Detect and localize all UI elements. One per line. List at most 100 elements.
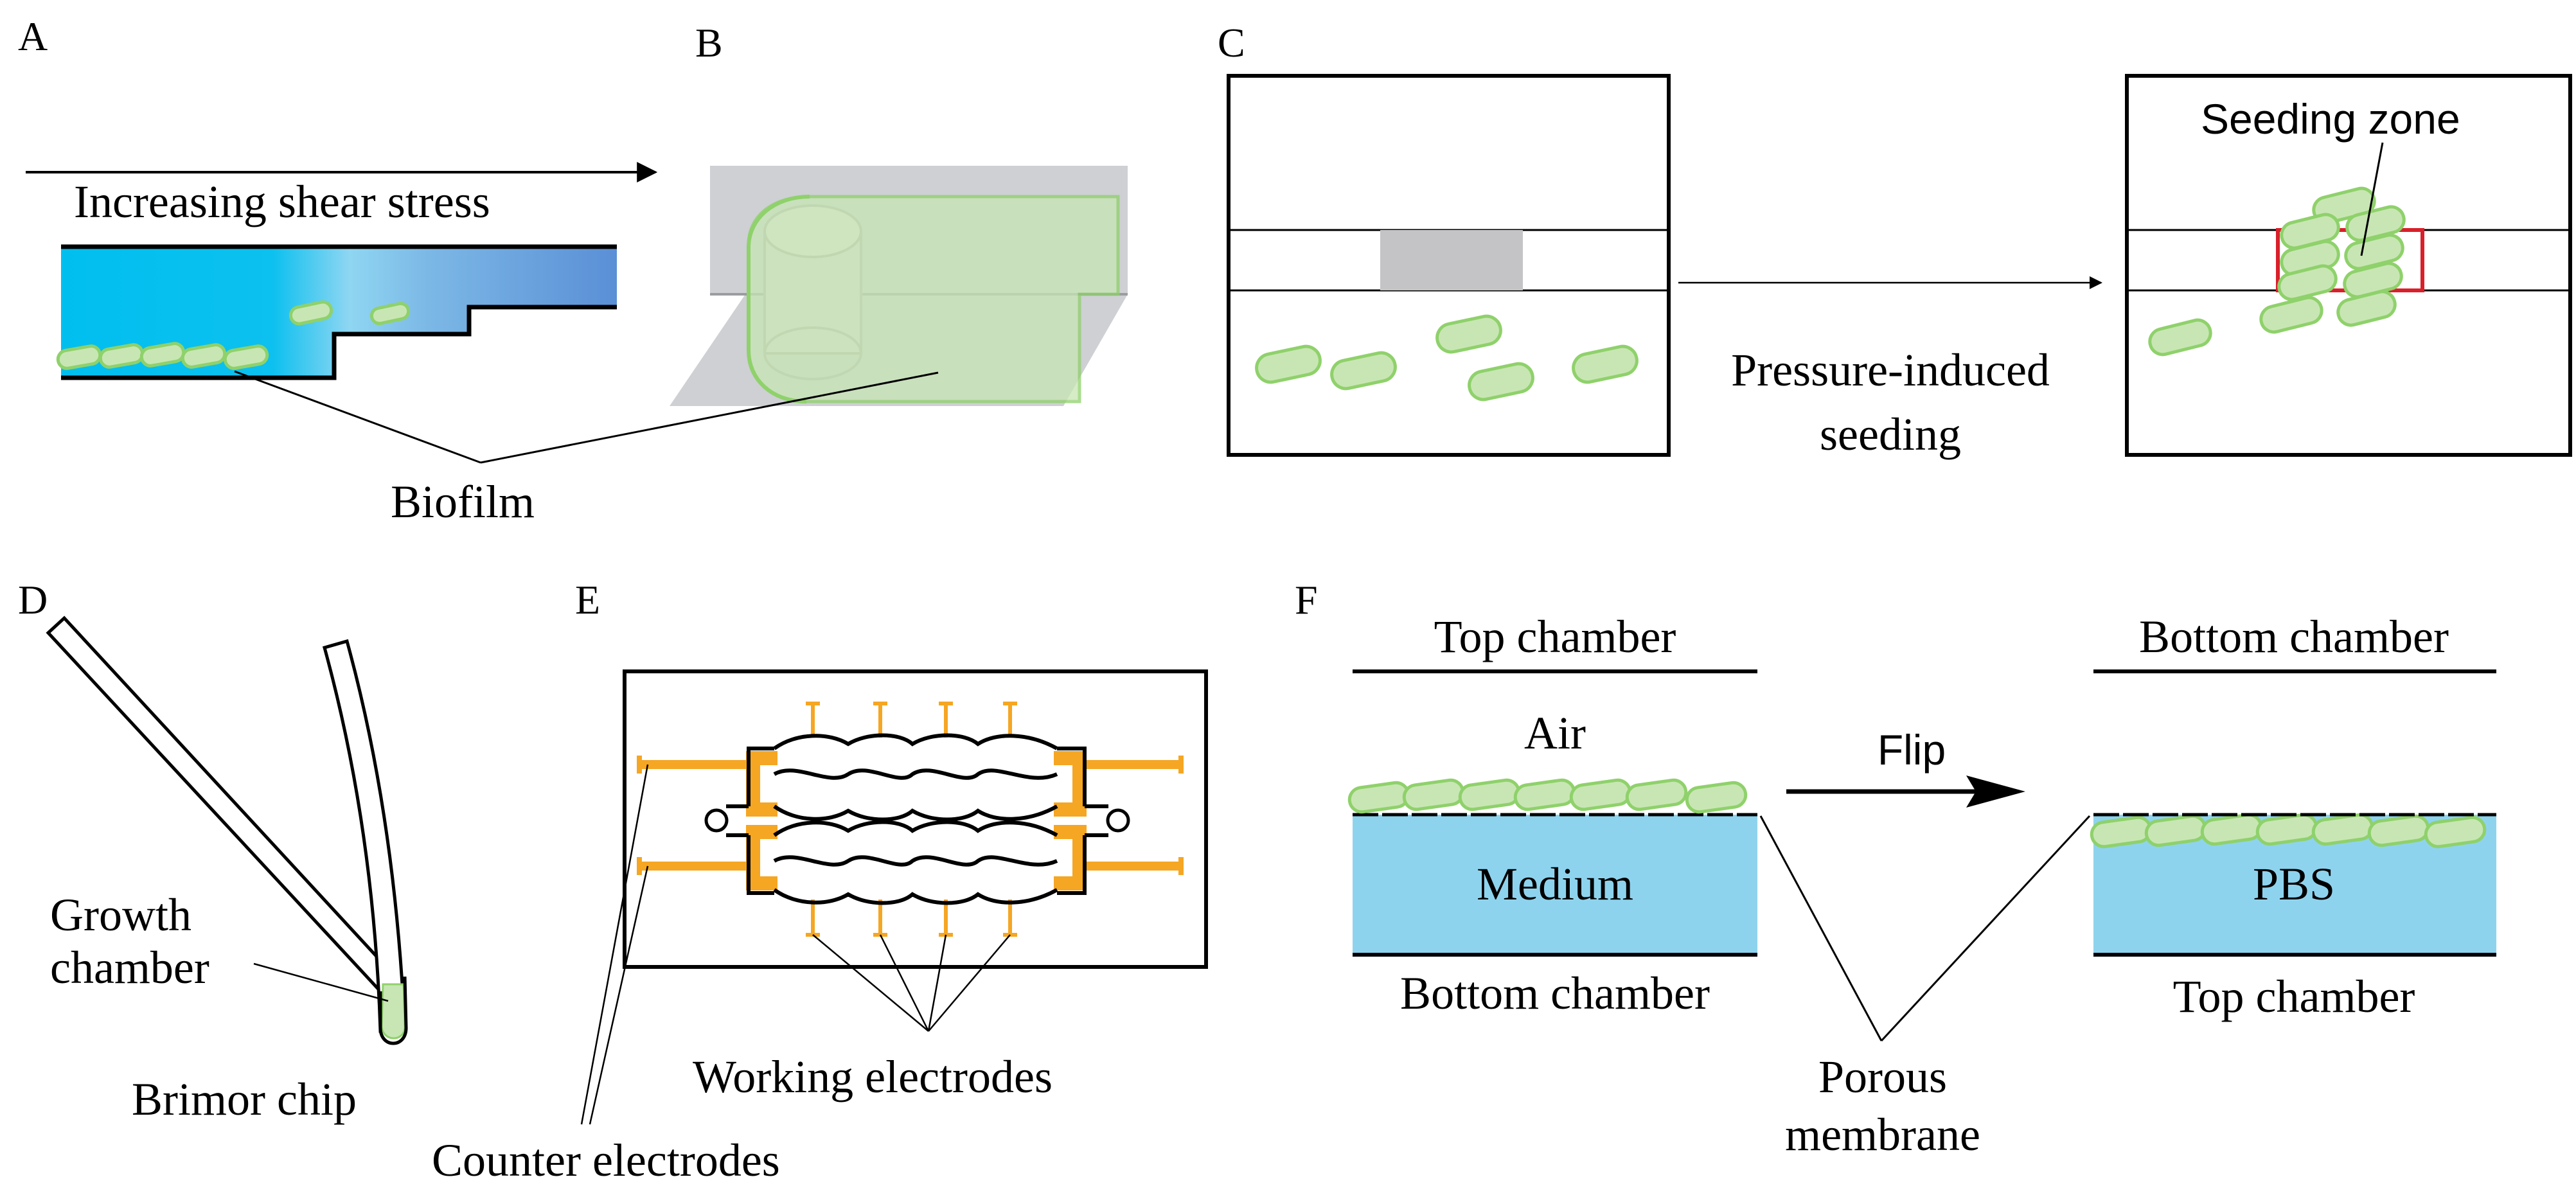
bacterium-cell	[2277, 264, 2338, 301]
bacterium-cell	[289, 300, 333, 326]
bacterium-cell	[2424, 815, 2487, 849]
biofilm-leader-b	[480, 371, 939, 464]
bacterium-cell	[1569, 778, 1632, 811]
bacterium-cell	[1685, 781, 1748, 814]
membrane-callout	[1759, 815, 2091, 1042]
working-electrodes-callout	[812, 934, 1011, 1032]
left-biofilm-cells	[1347, 778, 1748, 814]
flow-channel	[61, 247, 617, 378]
outlet-port	[1106, 808, 1130, 833]
medium-well	[1353, 815, 1757, 955]
bacterium-cell	[2336, 290, 2397, 327]
bacterium-cell	[1513, 778, 1576, 811]
seeded-cells	[2148, 186, 2406, 357]
channel-top-lower	[773, 804, 1058, 822]
panel-d: D Growth chamber Brimor chip	[18, 577, 408, 1125]
right-biofilm-cells	[2090, 813, 2487, 849]
bacterium-cell	[1468, 362, 1534, 402]
left-bottom-chamber-label: Bottom chamber	[1400, 968, 1710, 1019]
panel-b: B	[670, 20, 1128, 406]
brimor-chip-label: Brimor chip	[132, 1074, 357, 1125]
growth-chamber-leader	[253, 962, 389, 1002]
channel-top-upper	[773, 733, 1058, 750]
bacterium-cell	[2259, 296, 2323, 334]
panel-a: A Increasing shear stress	[18, 13, 658, 380]
seeding-zone-leader	[2360, 142, 2384, 256]
counter-electrodes-label: Counter electrodes	[432, 1135, 780, 1186]
bacterium-cell	[1572, 344, 1639, 384]
biofilm-cells-a	[56, 300, 411, 370]
membrane-leader-left	[1759, 815, 1883, 1041]
counter-electrode-caps	[637, 756, 1184, 875]
bacterium-cell	[139, 342, 186, 367]
working-leader	[812, 934, 929, 1032]
bacterium-cell	[1625, 778, 1688, 811]
seeding-arrow-label-line2: seeding	[1820, 409, 1961, 460]
shear-stress-label: Increasing shear stress	[74, 176, 490, 227]
working-leader	[928, 934, 1011, 1032]
bacterium-cell	[223, 344, 269, 370]
channel-inlet	[726, 747, 774, 895]
chip-tip-outline	[378, 976, 408, 1045]
bacterium-cell	[1347, 781, 1410, 814]
working-leader	[927, 934, 947, 1032]
counter-leader	[589, 865, 649, 1125]
flip-label: Flip	[1878, 726, 1946, 774]
panel-f: F Top chamber Air Medium Bottom chamber …	[1295, 577, 2496, 1160]
biofilm-callout: Biofilm	[234, 370, 939, 527]
panel-letter-e: E	[575, 577, 600, 623]
bacterium-cell	[1435, 314, 1502, 354]
pbs-label: PBS	[2253, 858, 2335, 910]
panel-c: C Pressure-induced seeding	[1218, 20, 2572, 460]
flip-arrow-head	[1966, 775, 2025, 808]
working-electrode-leads	[806, 702, 1017, 937]
porous-membrane-label-line2: membrane	[1785, 1109, 1980, 1160]
counter-electrodes-callout	[580, 764, 649, 1125]
seeding-gap-block	[1380, 230, 1523, 290]
floating-cells	[1255, 314, 1639, 402]
biofilm-leader-a	[234, 370, 481, 464]
channel-bottom-lower	[773, 888, 1058, 905]
counter-electrode-leads	[639, 760, 1181, 871]
panel-letter-b: B	[695, 20, 723, 66]
bacterium-cell	[1402, 778, 1465, 811]
right-top-chamber-label: Bottom chamber	[2139, 611, 2449, 662]
channel-outlet	[1057, 747, 1108, 895]
porous-membrane-label-line1: Porous	[1818, 1051, 1947, 1102]
panel-letter-f: F	[1295, 577, 1318, 623]
electrode-frame-bottom	[746, 825, 1087, 890]
working-electrodes-label: Working electrodes	[693, 1051, 1053, 1102]
panel-e: E	[432, 577, 1208, 1186]
counter-leader	[580, 764, 649, 1125]
growth-chamber-fill	[380, 983, 406, 1040]
right-bottom-chamber-label: Top chamber	[2173, 971, 2415, 1022]
membrane-leader-right	[1880, 815, 2091, 1042]
bacterium-cell	[369, 301, 411, 326]
biofilm-sheet	[747, 195, 1120, 403]
working-leader	[879, 934, 930, 1032]
channel-box-before	[1227, 74, 1671, 457]
panel-letter-d: D	[18, 577, 48, 623]
panel-letter-a: A	[18, 13, 48, 59]
biofilm-sheet-edge	[747, 195, 810, 403]
channel-outline	[61, 244, 617, 380]
growth-chamber-label-line2: chamber	[50, 942, 209, 993]
seeding-zone-label: Seeding zone	[2201, 95, 2460, 143]
electrode-frames	[746, 751, 1087, 890]
bacterium-cell	[2148, 318, 2212, 357]
seeding-arrow-label-line1: Pressure-induced	[1731, 344, 2050, 396]
bacterium-cell	[1255, 344, 1322, 384]
growth-chamber-label-line1: Growth	[50, 889, 191, 941]
channel-bottom-middle	[773, 855, 1058, 867]
microfluidic-channels	[726, 733, 1108, 905]
channel-box-after	[2125, 74, 2572, 457]
air-label: Air	[1524, 707, 1586, 759]
left-top-chamber-label: Top chamber	[1434, 611, 1676, 662]
channel-top-middle	[773, 768, 1058, 780]
electrode-frame-top	[746, 751, 1087, 817]
bacterium-cell	[1330, 351, 1397, 391]
medium-label: Medium	[1477, 858, 1633, 910]
bacterium-cell	[1458, 778, 1521, 811]
biofilm-label: Biofilm	[391, 476, 535, 527]
